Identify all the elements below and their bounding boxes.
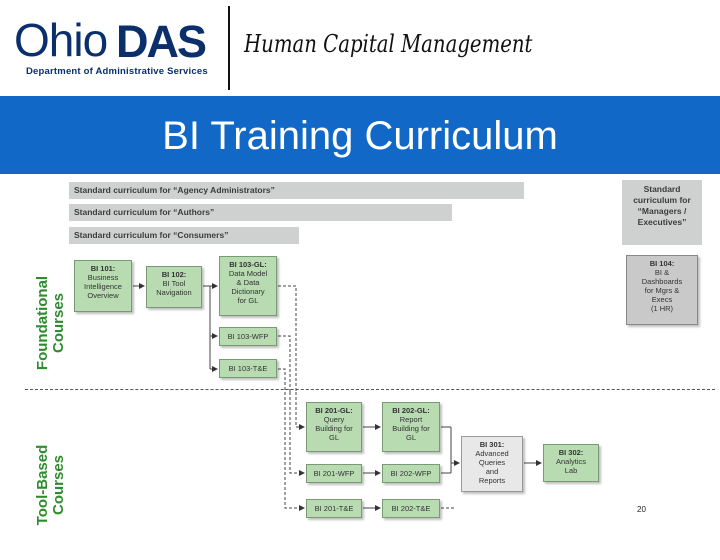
course-line: Execs [651,295,673,304]
course-line: & Data [236,278,260,287]
course-bi103-gl: BI 103-GL: Data Model & Data Dictionary … [219,256,277,316]
course-bi202-gl: BI 202-GL: Report Building for GL [382,402,440,452]
connector-lines [133,283,542,511]
course-bi301: BI 301: Advanced Queries and Reports [461,436,523,492]
course-bi103-wfp: BI 103-WFP [219,327,277,346]
course-bi202-wfp: BI 202-WFP [382,464,440,483]
course-line: and [485,467,499,476]
course-line: Dashboards [641,277,683,286]
page-title: BI Training Curriculum [162,114,558,158]
logo-das-text: DAS [116,16,207,67]
course-bi302: BI 302: Analytics Lab [543,444,599,482]
course-line: BI 202-GL: [392,406,430,415]
course-line: Data Model [228,269,268,278]
course-line: BI 104: [649,259,675,268]
course-bi103-te: BI 103-T&E [219,359,277,378]
course-line: Reports [478,476,506,485]
course-line: Intelligence [84,282,122,291]
managers-line: “Managers / [637,206,687,216]
header-divider [228,6,230,90]
course-bi201-te: BI 201-T&E [306,499,362,518]
logo-department-text: Department of Administrative Services [26,66,208,77]
course-line: Building for [392,424,430,433]
logo-ohio-text: Ohio [14,14,108,66]
page-number: 20 [637,505,646,514]
course-line: Advanced [475,449,509,458]
section-label-line: Courses [50,292,67,354]
course-line: Building for [315,424,353,433]
course-bi104: BI 104: BI & Dashboards for Mgrs & Execs… [626,255,698,325]
course-line: BI 102: [161,270,187,279]
header-subtitle: Human Capital Management [244,30,533,58]
curriculum-bar-administrators: Standard curriculum for “Agency Administ… [69,182,524,199]
section-divider [25,389,715,390]
course-line: BI 301: [479,440,505,449]
curriculum-box-managers: Standard curriculum for “Managers / Exec… [622,180,702,245]
managers-line: Executives” [637,217,687,227]
course-line: for Mgrs & [644,286,680,295]
course-line: BI & [654,268,670,277]
course-line: Dictionary [231,287,265,296]
course-line: Business [87,273,119,282]
course-line: Navigation [156,288,192,297]
title-band [0,96,720,174]
course-bi101: BI 101: Business Intelligence Overview [74,260,132,312]
course-line: BI 302: [558,448,584,457]
course-line: (1 HR) [650,304,674,313]
section-label-foundational: Foundational Courses [34,248,71,398]
section-label-line: Tool-Based [34,444,51,526]
course-line: Report [399,415,423,424]
course-bi102: BI 102: BI Tool Navigation [146,266,202,308]
course-bi202-te: BI 202-T&E [382,499,440,518]
curriculum-bar-consumers: Standard curriculum for “Consumers” [69,227,299,244]
course-line: Analytics [555,457,586,466]
course-line: BI 103-GL: [229,260,267,269]
section-label-line: Courses [50,454,67,516]
section-label-tool-based: Tool-Based Courses [34,410,71,560]
course-line: Queries [478,458,506,467]
course-line: BI Tool [162,279,186,288]
course-line: Overview [87,291,119,300]
course-bi201-wfp: BI 201-WFP [306,464,362,483]
course-line: Lab [564,466,578,475]
ohio-das-logo [8,8,222,88]
course-line: GL [328,433,339,442]
course-line: BI 101: [90,264,116,273]
course-line: BI 201-GL: [315,406,353,415]
managers-line: Standard [643,184,681,194]
course-line: for GL [237,296,259,305]
curriculum-bar-authors: Standard curriculum for “Authors” [69,204,452,221]
course-line: Query [323,415,345,424]
course-line: GL [405,433,416,442]
section-label-line: Foundational [34,275,51,371]
managers-line: curriculum for [633,195,691,205]
course-bi201-gl: BI 201-GL: Query Building for GL [306,402,362,452]
